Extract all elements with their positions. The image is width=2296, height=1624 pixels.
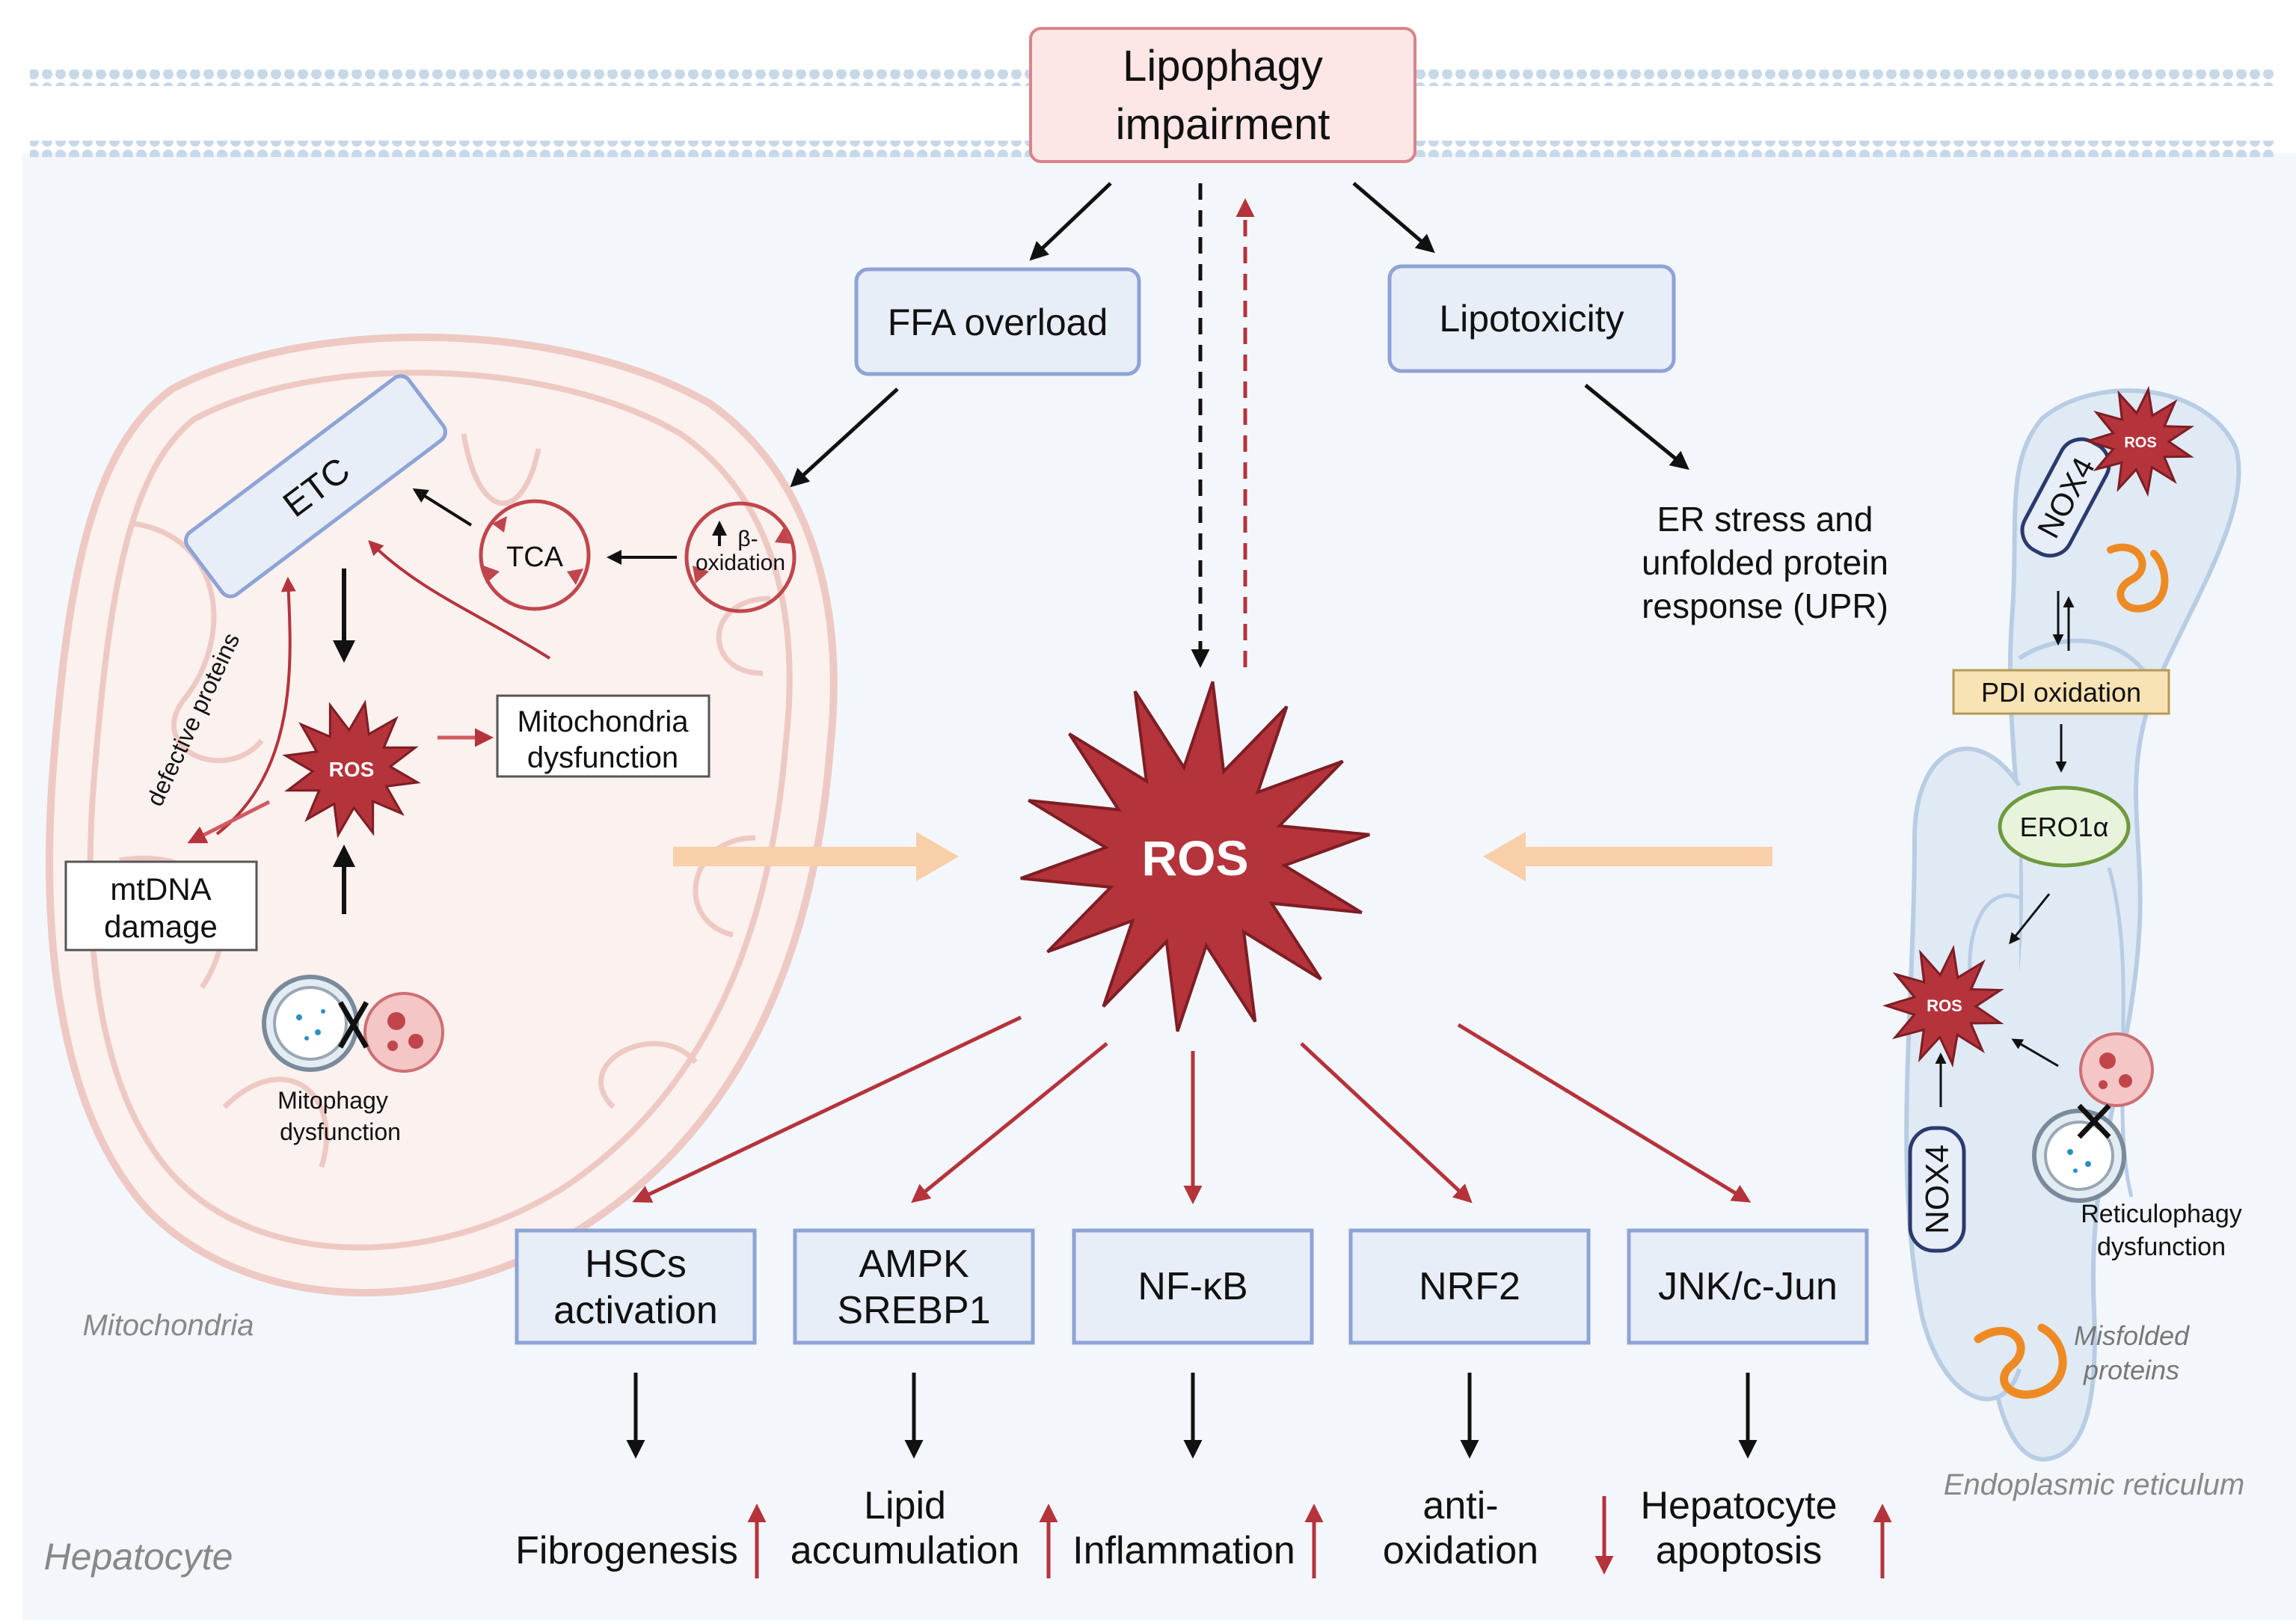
pathways: HSCsactivationFibrogenesisAMPKSREBP1Lipi… <box>515 1015 1892 1578</box>
hepatocyte-caption: Hepatocyte <box>44 1536 233 1578</box>
pathway-box <box>1072 1228 1314 1345</box>
svg-text:ROS: ROS <box>2124 435 2156 451</box>
pdi-oxidation-box: PDI oxidation <box>1952 669 2170 715</box>
pathway-box-label: NRF2 <box>1419 1265 1520 1308</box>
svg-text:response (UPR): response (UPR) <box>1642 586 1888 625</box>
svg-text:Mitophagy: Mitophagy <box>277 1087 388 1114</box>
svg-text:PDI oxidation: PDI oxidation <box>1981 677 2141 708</box>
svg-text:ROS: ROS <box>1927 996 1962 1015</box>
tca-cycle: TCA <box>479 499 591 611</box>
ffa-overload-box: FFA overload <box>854 267 1141 376</box>
svg-text:dysfunction: dysfunction <box>2097 1233 2226 1261</box>
svg-text:ER stress and: ER stress and <box>1657 500 1873 539</box>
pathway-box <box>1627 1228 1869 1345</box>
ero1a-ellipse: ERO1α <box>1998 785 2131 868</box>
svg-text:NOX4: NOX4 <box>1919 1145 1956 1234</box>
outcome-label: anti- <box>1422 1484 1498 1528</box>
svg-text:Reticulophagy: Reticulophagy <box>2081 1200 2241 1228</box>
pathway-box <box>793 1228 1035 1345</box>
outcome-label: Fibrogenesis <box>515 1529 738 1572</box>
pathway-box-label: AMPK <box>859 1242 969 1286</box>
svg-text:ERO1α: ERO1α <box>2020 812 2109 842</box>
etc-box: ETC <box>184 374 447 598</box>
title-arrows <box>1029 182 1435 668</box>
pathway-box-label: activation <box>553 1289 718 1332</box>
lipotoxicity-box: Lipotoxicity <box>1387 264 1676 373</box>
pathway-box-label: JNK/c-Jun <box>1658 1265 1838 1308</box>
mitochondria-dysfunction-box: Mitochondria dysfunction <box>496 694 710 778</box>
beta-oxidation-cycle: β- oxidation <box>684 501 796 613</box>
mitophagy-icon <box>262 975 444 1073</box>
svg-text:mtDNA: mtDNA <box>110 871 211 907</box>
outcome-label: Lipid <box>864 1484 946 1528</box>
ros-pathway-arrow <box>911 1042 1108 1204</box>
misfolded-proteins-label: Misfolded proteins <box>2074 1320 2190 1385</box>
title-line1: Lipophagy <box>1123 42 1323 91</box>
reticulophagy-label: Reticulophagy dysfunction <box>2081 1200 2241 1261</box>
outcome-label: Inflammation <box>1072 1529 1295 1572</box>
svg-text:Misfolded: Misfolded <box>2074 1320 2190 1351</box>
beta-label-2: oxidation <box>696 551 785 575</box>
svg-text:Mitochondria: Mitochondria <box>517 705 689 738</box>
tca-label: TCA <box>506 542 564 573</box>
outcome-label: apoptosis <box>1656 1529 1823 1572</box>
svg-text:dysfunction: dysfunction <box>280 1118 401 1145</box>
svg-text:unfolded protein: unfolded protein <box>1642 543 1888 582</box>
er-stress-text: ER stress and unfolded protein response … <box>1642 500 1888 625</box>
central-ros-star: ROS <box>1020 681 1370 1032</box>
outcome-label: Hepatocyte <box>1640 1484 1837 1528</box>
mtdna-damage-box: mtDNA damage <box>64 860 258 952</box>
nox4-bottom: NOX4 <box>1908 1126 1966 1253</box>
pathway-3: NRF2 anti-oxidation <box>1300 1042 1614 1575</box>
reticulophagy-icon <box>2032 1032 2154 1203</box>
misfolded-protein-top <box>2107 543 2169 613</box>
pathway-box <box>1348 1228 1591 1345</box>
title-line2: impairment <box>1116 100 1330 149</box>
svg-text:proteins: proteins <box>2083 1355 2179 1385</box>
mitophagy-label: Mitophagy dysfunction <box>277 1087 401 1145</box>
mito-ros-label: ROS <box>329 758 375 781</box>
er-caption: Endoplasmic reticulum <box>1944 1468 2244 1501</box>
ros-pathway-arrow <box>1457 1023 1752 1203</box>
outcome-label: oxidation <box>1383 1529 1538 1572</box>
mito-ros-star: ROS <box>282 699 421 839</box>
central-ros-label: ROS <box>1141 830 1248 886</box>
pathway-2: NF-κB Inflammation <box>1072 1051 1324 1578</box>
outcome-label: accumulation <box>791 1529 1019 1572</box>
lipotoxicity-label: Lipotoxicity <box>1439 298 1624 340</box>
pathway-box-label: NF-κB <box>1138 1265 1247 1308</box>
pathway-box <box>515 1228 757 1345</box>
er-ros-top: ROS <box>2084 385 2195 497</box>
mitochondria-caption: Mitochondria <box>82 1309 254 1342</box>
er-ros-bottom: ROS <box>1882 944 2004 1068</box>
pathway-box-label: HSCs <box>585 1242 687 1286</box>
peach-arrows <box>673 832 1772 881</box>
ffa-label: FFA overload <box>888 301 1108 343</box>
pathway-box-label: SREBP1 <box>837 1289 990 1332</box>
beta-label-1: β- <box>737 527 758 551</box>
ros-pathway-arrow <box>632 1015 1022 1203</box>
svg-text:damage: damage <box>104 909 218 944</box>
lipophagy-impairment-box: Lipophagy impairment <box>1029 27 1416 163</box>
ros-pathway-arrow <box>1300 1042 1473 1204</box>
misfolded-protein-bottom <box>1974 1323 2067 1399</box>
svg-text:dysfunction: dysfunction <box>527 741 678 774</box>
